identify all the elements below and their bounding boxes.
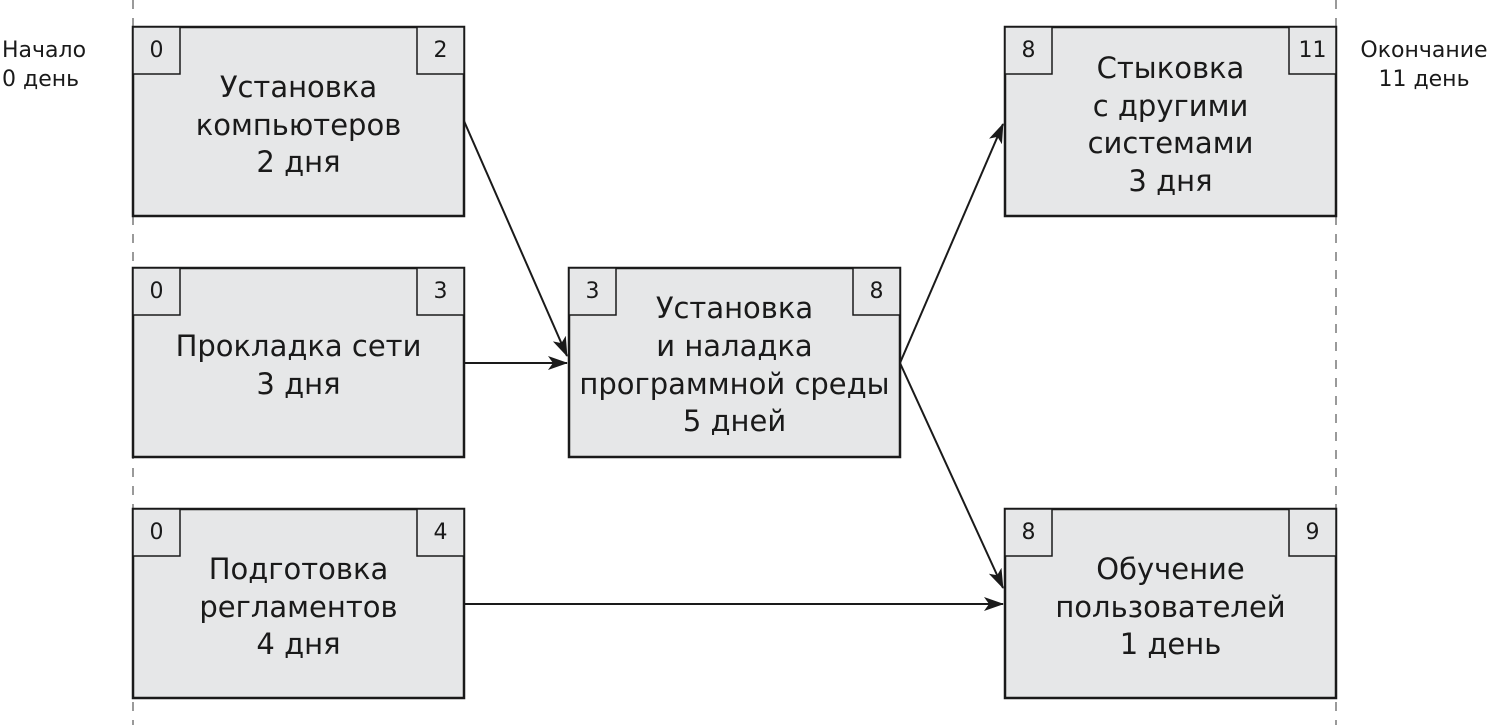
task-duration: 3 дня xyxy=(256,367,340,401)
task-title-line: с другими xyxy=(1093,89,1249,123)
task-duration: 3 дня xyxy=(1128,164,1212,198)
task-regulations-prep: 0 4 Подготовка регламентов 4 дня xyxy=(131,507,466,700)
task-nodes: 0 2 Установка компьютеров 2 дня 0 3 Прок… xyxy=(131,25,1338,700)
task-end-day-cell xyxy=(1288,508,1337,557)
task-user-training: 8 9 Обучение пользователей 1 день xyxy=(1003,507,1338,700)
task-duration: 2 дня xyxy=(256,145,340,179)
task-title-line: Установка xyxy=(656,291,813,325)
arrow-software-setup-to-user-training xyxy=(899,362,1004,589)
task-start-day: 8 xyxy=(1022,38,1036,63)
task-title-line: Прокладка сети xyxy=(176,329,422,363)
task-duration: 1 день xyxy=(1120,627,1222,661)
task-duration: 5 дней xyxy=(683,404,786,438)
arrow-install-computers-to-software-setup xyxy=(463,120,568,357)
task-start-day-cell xyxy=(1004,508,1053,557)
task-end-day: 4 xyxy=(434,520,448,545)
start-label: Начало 0 день xyxy=(2,38,86,92)
task-start-day-cell xyxy=(132,508,181,557)
task-end-day: 8 xyxy=(870,279,884,304)
end-label-line-1: Окончание xyxy=(1360,38,1487,63)
task-start-day: 3 xyxy=(586,279,600,304)
task-end-day-cell xyxy=(852,267,901,316)
task-start-day: 0 xyxy=(150,279,164,304)
task-title-line: системами xyxy=(1088,126,1254,160)
task-duration: 4 дня xyxy=(256,627,340,661)
task-title-line: программной среды xyxy=(579,367,889,401)
task-start-day-cell xyxy=(132,26,181,75)
task-network-cabling: 0 3 Прокладка сети 3 дня xyxy=(131,266,466,459)
task-start-day-cell xyxy=(568,267,617,316)
task-title-line: и наладка xyxy=(656,329,812,363)
dependency-arrows xyxy=(463,120,1004,611)
start-label-line-1: Начало xyxy=(2,38,86,63)
task-title-line: Подготовка xyxy=(209,552,389,586)
task-title-line: регламентов xyxy=(199,590,397,624)
task-start-day: 0 xyxy=(150,520,164,545)
task-title-line: пользователей xyxy=(1055,590,1285,624)
task-end-day-cell xyxy=(416,508,465,557)
task-end-day: 11 xyxy=(1299,38,1327,63)
task-start-day-cell xyxy=(132,267,181,316)
task-title-line: компьютеров xyxy=(196,108,402,142)
task-end-day: 2 xyxy=(434,38,448,63)
task-title-line: Установка xyxy=(220,70,377,104)
task-end-day: 3 xyxy=(434,279,448,304)
task-install-computers: 0 2 Установка компьютеров 2 дня xyxy=(131,25,466,218)
end-label: Окончание 11 день xyxy=(1360,38,1487,92)
task-start-day: 0 xyxy=(150,38,164,63)
arrow-software-setup-to-systems-integration xyxy=(899,123,1004,364)
end-label-line-2: 11 день xyxy=(1378,67,1469,92)
task-start-day: 8 xyxy=(1022,520,1036,545)
task-software-setup: 3 8 Установка и наладка программной сред… xyxy=(567,266,902,459)
task-title-line: Стыковка xyxy=(1097,51,1245,85)
task-title-line: Обучение xyxy=(1096,552,1245,586)
task-systems-integration: 8 11 Стыковка с другими системами 3 дня xyxy=(1003,25,1338,218)
task-end-day: 9 xyxy=(1306,520,1320,545)
start-label-line-2: 0 день xyxy=(2,67,79,92)
task-end-day-cell xyxy=(416,267,465,316)
task-end-day-cell xyxy=(1288,26,1337,75)
task-end-day-cell xyxy=(416,26,465,75)
task-start-day-cell xyxy=(1004,26,1053,75)
